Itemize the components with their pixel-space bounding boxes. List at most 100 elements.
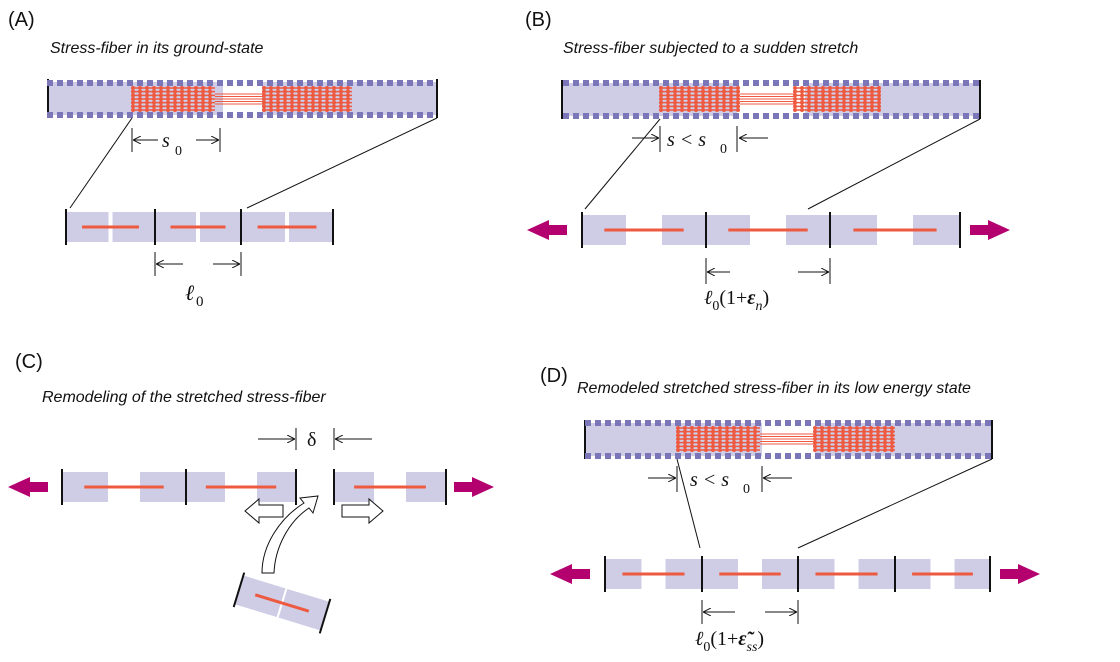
actin-dot bbox=[377, 112, 383, 118]
actin-dot bbox=[573, 113, 579, 119]
myosin-head bbox=[862, 429, 866, 434]
actin-dot bbox=[605, 453, 611, 459]
actin-dot bbox=[863, 113, 869, 119]
myosin-head bbox=[276, 89, 280, 94]
myosin-head bbox=[855, 448, 859, 452]
myosin-head bbox=[834, 440, 838, 445]
myosin-head bbox=[690, 444, 694, 449]
myosin-head bbox=[318, 100, 322, 105]
panel-b-spacing-marker: s < s 0 bbox=[632, 126, 768, 157]
myosin-head bbox=[262, 86, 266, 90]
myosin-head bbox=[339, 97, 343, 101]
myosin-head bbox=[848, 433, 852, 438]
actin-dot bbox=[745, 453, 751, 459]
myosin-head bbox=[729, 97, 733, 101]
myosin-head bbox=[821, 108, 825, 112]
actin-dot bbox=[705, 453, 711, 459]
actin-dot bbox=[765, 453, 771, 459]
myosin-head bbox=[725, 444, 729, 449]
myosin-head bbox=[725, 429, 729, 434]
myosin-head bbox=[711, 448, 715, 452]
actin-dot bbox=[615, 453, 621, 459]
myosin-head bbox=[732, 429, 736, 434]
myosin-head bbox=[834, 433, 838, 438]
myosin-head bbox=[666, 104, 670, 109]
myosin-head bbox=[676, 426, 680, 430]
myosin-head bbox=[863, 97, 867, 101]
actin-dot bbox=[855, 453, 861, 459]
myosin-head bbox=[835, 97, 839, 101]
actin-dot bbox=[227, 80, 233, 86]
myosin-head bbox=[666, 93, 670, 98]
actin-dot bbox=[795, 453, 801, 459]
myosin-head bbox=[666, 86, 670, 90]
myosin-head bbox=[152, 93, 156, 98]
actin-dot bbox=[933, 113, 939, 119]
myosin-head bbox=[332, 104, 336, 109]
myosin-head bbox=[166, 97, 170, 101]
actin-dot bbox=[57, 112, 63, 118]
myosin-head bbox=[201, 104, 205, 109]
myosin-head bbox=[276, 108, 280, 112]
open-arrow-right-icon bbox=[341, 497, 384, 525]
myosin-head bbox=[807, 86, 811, 90]
myosin-head bbox=[862, 426, 866, 430]
panel-b-spacing-label: s < s bbox=[667, 129, 706, 151]
myosin-head bbox=[746, 440, 750, 445]
actin-dot bbox=[583, 80, 589, 86]
myosin-head bbox=[855, 444, 859, 449]
myosin-head bbox=[814, 108, 818, 112]
actin-dot bbox=[823, 80, 829, 86]
myosin-head bbox=[746, 433, 750, 438]
panel-a-length-label: ℓ bbox=[185, 280, 195, 305]
myosin-head bbox=[753, 429, 757, 434]
actin-dot bbox=[635, 420, 641, 426]
actin-dot bbox=[785, 453, 791, 459]
myosin-head bbox=[708, 86, 712, 90]
myosin-head bbox=[152, 104, 156, 109]
myosin-head bbox=[173, 89, 177, 94]
actin-dot bbox=[845, 420, 851, 426]
myosin-head bbox=[332, 97, 336, 101]
myosin-head bbox=[152, 100, 156, 105]
actin-dot bbox=[357, 80, 363, 86]
myosin-head bbox=[876, 440, 880, 445]
myosin-head bbox=[828, 100, 832, 105]
myosin-head bbox=[187, 108, 191, 112]
panel-d-length-eps-sub: ss bbox=[747, 640, 758, 655]
actin-dot bbox=[307, 80, 313, 86]
actin-dot bbox=[703, 113, 709, 119]
myosin-head bbox=[701, 100, 705, 105]
myosin-head bbox=[890, 444, 894, 449]
actin-dot bbox=[67, 112, 73, 118]
myosin-head bbox=[683, 426, 687, 430]
myosin-head bbox=[841, 444, 845, 449]
myosin-head bbox=[683, 429, 687, 434]
myosin-head bbox=[269, 104, 273, 109]
myosin-head bbox=[848, 444, 852, 449]
myosin-head bbox=[835, 89, 839, 94]
myosin-head bbox=[863, 89, 867, 94]
myosin-head bbox=[862, 433, 866, 438]
myosin-head bbox=[736, 86, 740, 90]
myosin-head bbox=[729, 86, 733, 90]
actin-dot bbox=[935, 453, 941, 459]
actin-dot bbox=[965, 420, 971, 426]
actin-dot bbox=[397, 112, 403, 118]
myosin-head bbox=[676, 437, 680, 441]
myosin-head bbox=[807, 93, 811, 98]
myosin-head bbox=[870, 104, 874, 109]
myosin-head bbox=[821, 89, 825, 94]
actin-dot bbox=[805, 420, 811, 426]
myosin-head bbox=[883, 444, 887, 449]
actin-dot bbox=[653, 80, 659, 86]
myosin-head bbox=[821, 86, 825, 90]
myosin-head bbox=[828, 89, 832, 94]
myosin-head bbox=[883, 448, 887, 452]
actin-dot bbox=[905, 453, 911, 459]
panel-c-inserted-subunit bbox=[232, 572, 332, 634]
actin-dot bbox=[675, 420, 681, 426]
myosin-head bbox=[145, 93, 149, 98]
myosin-head bbox=[862, 444, 866, 449]
myosin-head bbox=[683, 437, 687, 441]
